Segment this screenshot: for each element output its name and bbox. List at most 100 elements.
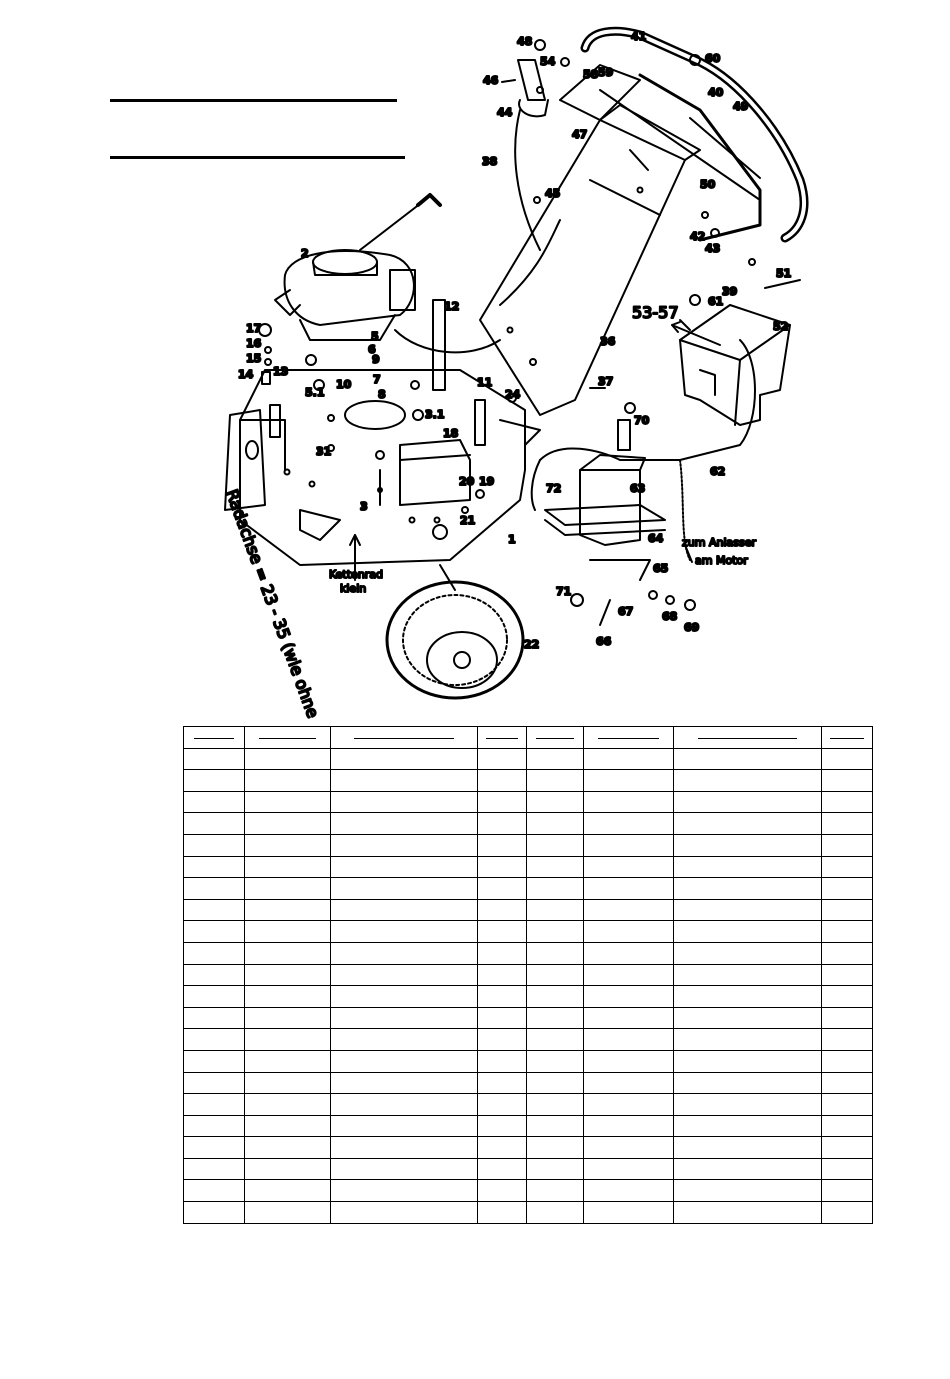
callout-53-57: 53-57 [632,303,679,322]
table-cell [583,790,674,814]
callout-17: 17 [246,322,261,335]
table-cell [244,985,331,1008]
table-cell [673,1114,822,1138]
table-cell [183,790,245,814]
table-cell [244,1049,331,1073]
title-rule-bottom [110,156,405,159]
table-cell [330,1201,478,1224]
table-cell [583,877,674,900]
callout-66: 66 [596,635,612,648]
callout-5: 5 [371,330,379,343]
note-starter-line2: am Motor [695,554,748,567]
callout-1: 1 [508,533,516,546]
table-row [183,747,873,771]
table-header-cell [330,726,478,749]
callout-31: 31 [316,445,331,458]
table-cell [330,963,478,987]
table-cell [477,1136,527,1159]
table-cell [526,1157,584,1181]
table-cell [183,898,245,922]
table-row [183,812,873,835]
callout-22: 22 [524,638,539,651]
callout-6: 6 [368,343,376,356]
table-cell [673,833,822,857]
table-cell [477,769,527,792]
note-axle: Radachse = 23 - 35 (wie ohne E-Start) [222,487,345,720]
table-cell [477,747,527,771]
table-cell [583,1114,674,1138]
callout-69: 69 [684,621,699,634]
callout-70: 70 [634,414,650,427]
wiring [394,319,756,563]
table-cell [477,1114,527,1138]
table-cell [673,898,822,922]
table-cell [583,985,674,1008]
table-cell [244,1071,331,1095]
callout-72: 72 [546,482,561,495]
callout-47: 47 [572,128,587,141]
table-row [183,769,873,792]
table-cell [183,985,245,1008]
table-cell [330,833,478,857]
table-cell [244,1114,331,1138]
table-cell [526,1049,584,1073]
wheel [385,564,525,700]
callout-38: 38 [482,155,497,168]
table-cell [330,898,478,922]
table-cell [477,963,527,987]
table-row [183,1136,873,1159]
callout-44: 44 [497,106,513,119]
table-cell [244,920,331,943]
note-sprocket-line2: klein [340,582,366,595]
table-cell [673,1093,822,1116]
table-cell [477,1006,527,1030]
table-row [183,985,873,1008]
table-cell [330,747,478,771]
table-row [183,1179,873,1203]
table-cell [477,855,527,879]
table-cell [526,985,584,1008]
table-cell [526,898,584,922]
table-row [183,920,873,943]
table-cell [526,1179,584,1203]
table-cell [477,790,527,814]
table-cell [526,963,584,987]
table-row [183,941,873,965]
table-cell [526,1006,584,1030]
table-header-cell [183,726,245,749]
table-cell [244,747,331,771]
table-cell [821,1157,873,1181]
table-cell [673,747,822,771]
table-cell [183,1006,245,1030]
control-lever [517,59,549,118]
table-cell [244,963,331,987]
table-cell [477,1157,527,1181]
callout-39: 39 [722,285,737,298]
callout-40: 40 [708,86,724,99]
table-cell [526,1071,584,1095]
table-cell [183,1157,245,1181]
table-cell [477,812,527,835]
table-cell [330,1114,478,1138]
table-cell [183,1093,245,1116]
table-cell [583,1201,674,1224]
callout-15: 15 [246,352,261,365]
table-cell [330,1071,478,1095]
handlebar [514,26,809,251]
callout-labels: 1 2 3 3.1 5 5.1 6 7 8 9 10 11 12 13 14 1… [221,29,792,720]
table-cell [244,1006,331,1030]
callout-10: 10 [336,378,352,391]
table-cell [821,1093,873,1116]
callout-50: 50 [700,178,716,191]
table-cell [477,920,527,943]
table-cell [526,1114,584,1138]
callout-9: 9 [372,353,380,366]
table-row [183,1028,873,1051]
table-cell [821,898,873,922]
table-cell [526,941,584,965]
callout-68: 68 [662,610,677,623]
table-cell [821,1201,873,1224]
table-cell [583,1006,674,1030]
table-cell [821,1028,873,1051]
